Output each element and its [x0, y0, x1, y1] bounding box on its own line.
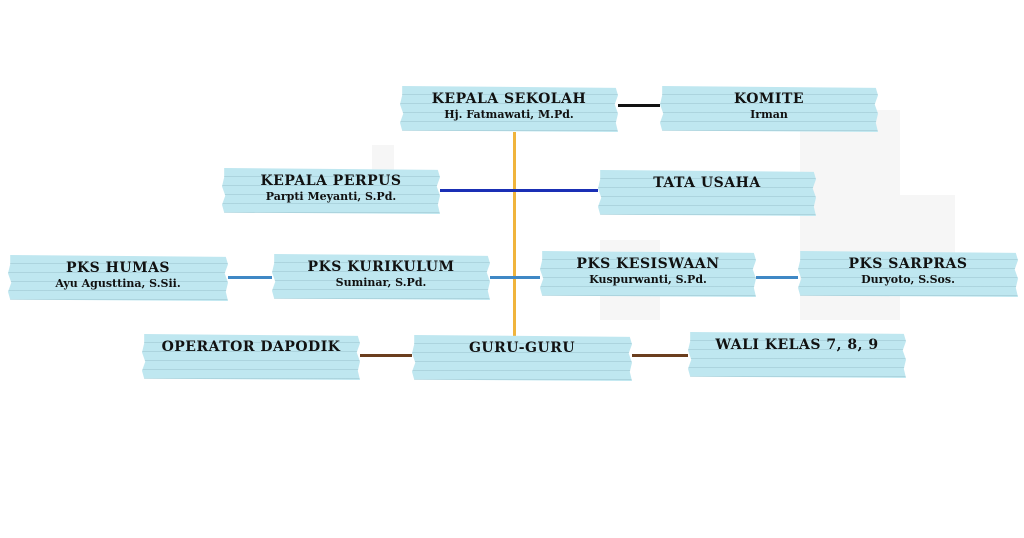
node-title: KOMITE: [733, 91, 805, 107]
node-name: Duryoto, S.Sos.: [861, 273, 955, 286]
node-pks-humas: PKS HUMAS Ayu Agusttina, S.Sii.: [8, 255, 228, 301]
node-guru-guru: GURU-GURU: [412, 335, 632, 381]
connector-main-vertical: [513, 132, 516, 336]
connector-pks: [490, 276, 540, 279]
connector-humas: [228, 276, 272, 279]
node-name: Suminar, S.Pd.: [335, 276, 427, 289]
node-name: Kuspurwanti, S.Pd.: [589, 273, 707, 286]
node-kepala-perpus: KEPALA PERPUS Parpti Meyanti, S.Pd.: [222, 168, 440, 214]
node-name: Hj. Fatmawati, M.Pd.: [444, 108, 574, 121]
node-title: WALI KELAS 7, 8, 9: [715, 337, 879, 353]
node-pks-sarpras: PKS SARPRAS Duryoto, S.Sos.: [798, 251, 1018, 297]
node-pks-kurikulum: PKS KURIKULUM Suminar, S.Pd.: [272, 254, 490, 300]
node-title: TATA USAHA: [653, 175, 761, 191]
node-title: KEPALA SEKOLAH: [431, 91, 587, 107]
node-name: Ayu Agusttina, S.Sii.: [55, 277, 181, 290]
node-operator-dapodik: OPERATOR DAPODIK: [142, 334, 360, 380]
connector-sarpras: [756, 276, 798, 279]
node-tata-usaha: TATA USAHA: [598, 170, 816, 216]
node-komite: KOMITE Irman: [660, 86, 878, 132]
node-kepala-sekolah: KEPALA SEKOLAH Hj. Fatmawati, M.Pd.: [400, 86, 618, 132]
node-title: PKS KESISWAAN: [576, 256, 720, 272]
node-title: OPERATOR DAPODIK: [161, 339, 341, 355]
connector-perpus-tata-usaha: [440, 189, 598, 192]
connector-wali-kelas: [632, 354, 688, 357]
node-title: PKS KURIKULUM: [307, 259, 455, 275]
node-title: KEPALA PERPUS: [260, 173, 402, 189]
node-pks-kesiswaan: PKS KESISWAAN Kuspurwanti, S.Pd.: [540, 251, 756, 297]
connector-komite: [618, 104, 660, 107]
connector-operator: [360, 354, 412, 357]
node-title: PKS HUMAS: [65, 260, 171, 276]
node-title: GURU-GURU: [468, 340, 576, 356]
node-name: Irman: [750, 108, 788, 121]
node-wali-kelas: WALI KELAS 7, 8, 9: [688, 332, 906, 378]
node-name: Parpti Meyanti, S.Pd.: [265, 190, 397, 203]
node-title: PKS SARPRAS: [848, 256, 968, 272]
